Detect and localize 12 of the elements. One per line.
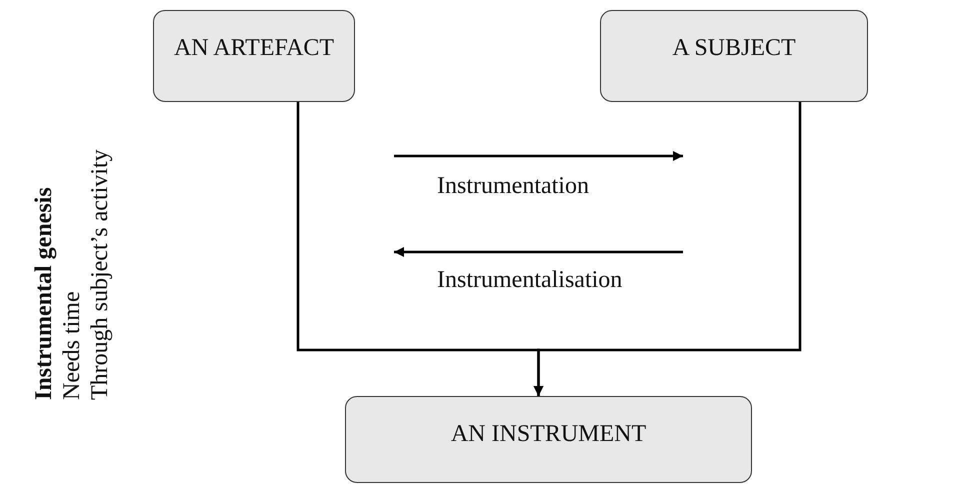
box-label: AN ARTEFACT — [172, 35, 336, 62]
arrow-label: Instrumentalisation — [437, 266, 622, 294]
box-label: AN INSTRUMENT — [450, 421, 648, 448]
connector-arrow — [534, 102, 802, 396]
process-box — [345, 396, 752, 483]
side-note: Through subject’s activity — [86, 149, 114, 400]
process-box — [153, 10, 355, 102]
side-note: Needs time — [58, 291, 86, 400]
process-box — [600, 10, 868, 102]
box-label: A SUBJECT — [671, 35, 797, 62]
arrow-label: Instrumentation — [437, 172, 589, 200]
side-note: Instrumental genesis — [30, 187, 58, 400]
